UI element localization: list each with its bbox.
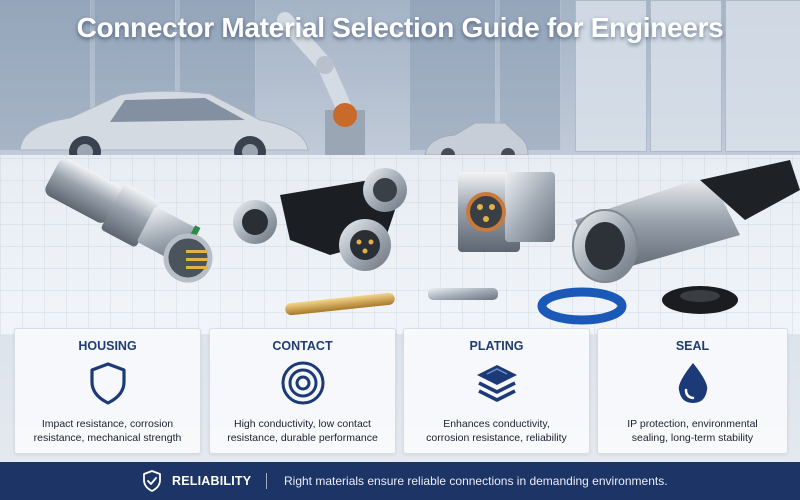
connector-products-image: [45, 158, 800, 325]
footer-banner: RELIABILITY Right materials ensure relia…: [0, 462, 800, 500]
footer-label: RELIABILITY: [172, 474, 252, 488]
card-desc-line: corrosion resistance, reliability: [426, 432, 567, 444]
card-description: IP protection, environmental sealing, lo…: [604, 417, 781, 445]
card-desc-line: resistance, mechanical strength: [33, 432, 182, 444]
card-title: CONTACT: [272, 339, 333, 353]
control-cabinet: [575, 0, 647, 152]
card-housing: HOUSING Impact resistance, corrosion res…: [14, 328, 201, 454]
card-description: Impact resistance, corrosion resistance,…: [21, 417, 194, 445]
card-description: Enhances conductivity, corrosion resista…: [410, 417, 583, 445]
card-description: High conductivity, low contact resistanc…: [216, 417, 389, 445]
card-title: HOUSING: [78, 339, 137, 353]
material-cards: HOUSING Impact resistance, corrosion res…: [14, 328, 788, 454]
card-contact: CONTACT High conductivity, low contact r…: [209, 328, 396, 454]
page-title: Connector Material Selection Guide for E…: [76, 12, 724, 43]
card-plating: PLATING Enhances conductivity, corrosion…: [403, 328, 590, 454]
card-desc-line: Enhances conductivity,: [443, 418, 550, 430]
footer-text: Right materials ensure reliable connecti…: [284, 474, 668, 488]
robot-arm-image: [277, 12, 365, 160]
layers-icon: [476, 365, 517, 402]
concentric-circles-icon: [281, 361, 324, 405]
card-title: SEAL: [675, 339, 710, 353]
water-drop-icon: [678, 363, 707, 403]
card-desc-line: High conductivity, low contact: [234, 418, 371, 430]
shield-check-icon: [143, 470, 161, 492]
card-desc-line: sealing, long-term stability: [631, 432, 754, 444]
card-title: PLATING: [469, 339, 524, 353]
factory-window: [500, 0, 561, 150]
control-cabinet: [725, 0, 800, 152]
card-desc-line: IP protection, environmental: [627, 418, 758, 430]
shield-icon: [89, 362, 126, 405]
card-desc-line: Impact resistance, corrosion: [41, 418, 174, 430]
card-seal: SEAL IP protection, environmental sealin…: [597, 328, 788, 454]
footer-divider: [266, 473, 267, 489]
control-cabinet: [650, 0, 722, 152]
card-desc-line: resistance, durable performance: [227, 432, 378, 444]
